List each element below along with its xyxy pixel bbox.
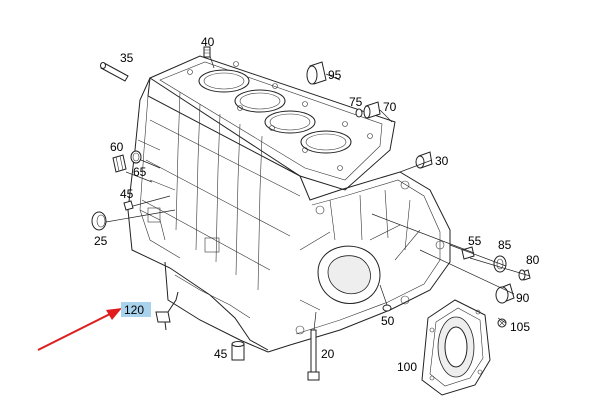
part-55-sleeve [461,246,475,260]
callout-75: 75 [349,95,363,109]
callout-45-upper: 45 [120,187,134,201]
part-90-cap [495,283,515,304]
callout-65: 65 [133,165,147,179]
part-60-plug [112,154,127,173]
part-80-plug [518,269,531,281]
callout-30: 30 [435,154,449,168]
part-65-oring [130,150,142,164]
part-120-sensor [155,291,179,331]
engine-block [127,55,451,353]
callout-25: 25 [94,234,108,248]
part-105-bolt [497,318,507,328]
part-25-seal-ring [91,211,107,231]
callout-80: 80 [526,253,540,267]
part-45-upper-sleeve [123,200,134,211]
part-40-plug [203,46,211,58]
callout-20: 20 [321,347,335,361]
cylinder-bores [187,61,373,171]
callout-120-highlight [121,302,151,317]
leader-lines [105,55,531,331]
callout-40: 40 [201,35,215,49]
callout-95: 95 [328,68,342,82]
callout-55: 55 [468,234,482,248]
part-95-cap [306,61,327,85]
callout-100: 100 [397,360,417,374]
part-75-oring [355,108,363,118]
callout-45-lower: 45 [214,347,228,361]
part-20-bolt [307,329,320,381]
callout-85: 85 [498,238,512,252]
callout-labels: 35 40 95 75 70 30 60 65 45 25 55 85 80 9… [94,35,540,374]
callout-120: 120 [124,303,144,317]
callout-90: 90 [516,291,530,305]
part-45-lower-sleeve [231,341,245,361]
part-30-sleeve [415,151,433,169]
part-70-nozzle [363,101,381,119]
callout-70: 70 [383,100,397,114]
callout-105: 105 [510,320,530,334]
callout-50: 50 [381,314,395,328]
part-50-plug [382,304,392,312]
part-100-rear-seal [421,299,491,396]
callout-35: 35 [120,51,134,65]
red-pointer-arrow [37,308,122,351]
part-35-dowel-pin [100,62,129,82]
callout-60: 60 [110,140,124,154]
